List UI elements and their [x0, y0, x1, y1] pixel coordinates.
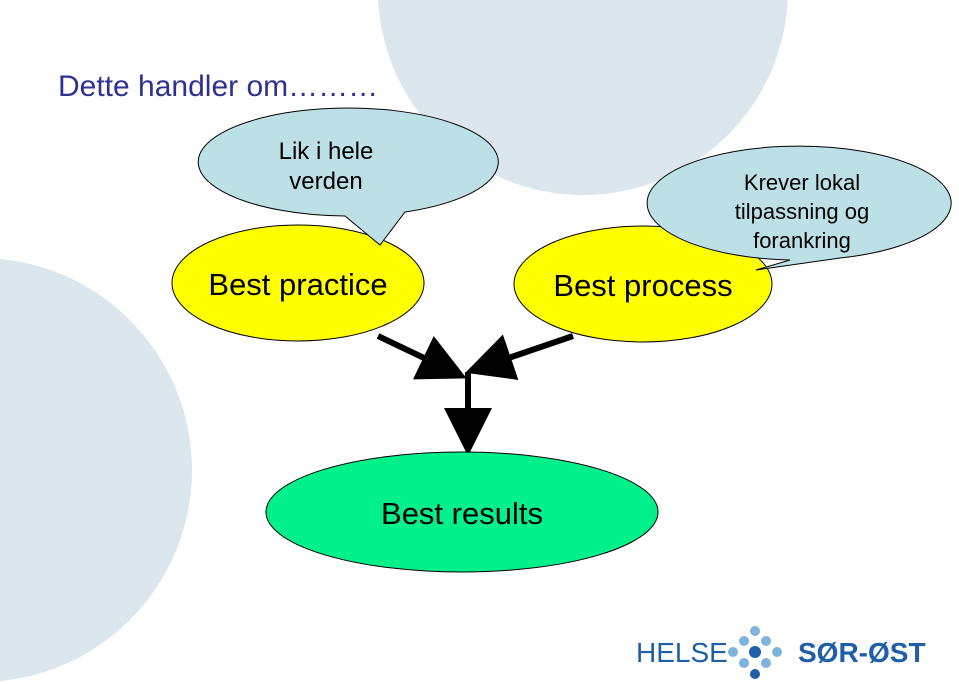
arrow-practice-to-merge [376, 333, 467, 380]
callout-local-line-1: Krever lokal [744, 170, 860, 195]
node-best-results-label: Best results [381, 496, 543, 531]
node-best-results: Best results [265, 451, 659, 573]
logo-right-text: SØR-ØST [798, 637, 926, 668]
arrow-process-to-merge [465, 333, 574, 380]
logo-left-text: HELSE [636, 637, 728, 668]
node-best-process-label: Best process [553, 268, 732, 303]
page-title: Dette handler om……… [58, 70, 379, 103]
helse-sor-ost-logo: HELSE SØR-ØST [636, 626, 926, 679]
callout-global-line-2: verden [289, 168, 362, 195]
callout-local-line-3: forankring [753, 228, 851, 253]
logo-dots-icon [728, 626, 782, 679]
node-best-practice-label: Best practice [208, 267, 387, 302]
callout-local: Krever lokal tilpassning og forankring [646, 145, 952, 271]
callout-local-line-2: tilpassning og [735, 199, 870, 224]
callout-global-line-1: Lik i hele [279, 138, 374, 165]
background-circle-left [0, 259, 192, 681]
node-best-process: Best process [513, 225, 773, 343]
node-best-practice: Best practice [171, 224, 425, 342]
callout-global: Lik i hele verden [197, 107, 499, 246]
